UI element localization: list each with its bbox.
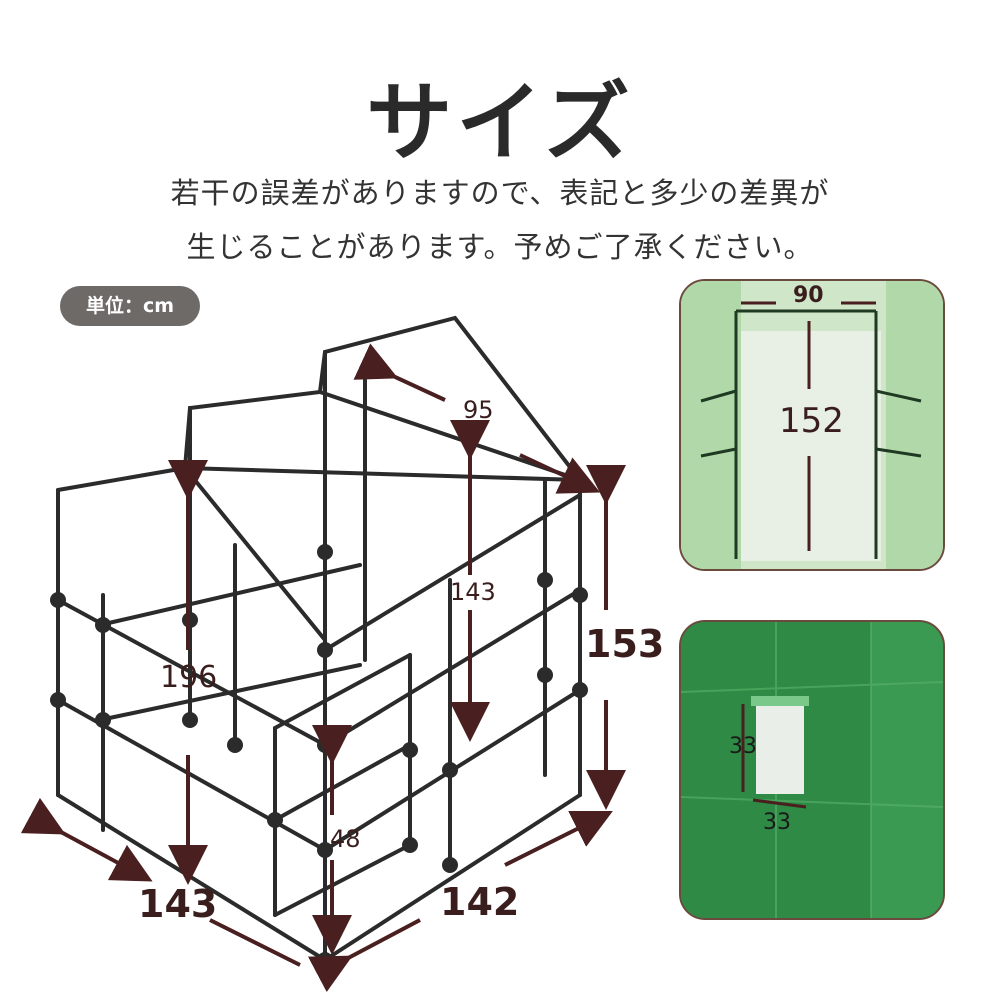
- dim-total-height: 196: [160, 660, 218, 695]
- dim-width-right: 142: [440, 880, 520, 924]
- dim-width-left: 143: [138, 882, 218, 926]
- dim-shelf-height: 48: [330, 825, 361, 853]
- dim-side-height: 153: [585, 622, 665, 666]
- window-photo-illustration: [681, 622, 943, 918]
- dim-inner-height: 143: [450, 578, 496, 606]
- page-title: サイズ: [366, 73, 634, 173]
- dim-door-width: 90: [793, 283, 824, 308]
- dimension-arrows: [20, 343, 626, 993]
- dim-roof-slope: 95: [463, 396, 494, 424]
- disclaimer-line-2: 生じることがあります。予めご了承ください。: [186, 230, 814, 264]
- unit-badge: 単位：cm: [60, 286, 200, 326]
- disclaimer-line-1: 若干の誤差がありますので、表記と多少の差異が: [170, 176, 830, 210]
- door-photo-illustration: [681, 281, 943, 569]
- door-inset-photo: 90 152: [679, 279, 945, 571]
- dim-window-height: 33: [729, 734, 757, 759]
- window-inset-photo: 33 33: [679, 620, 945, 920]
- dim-door-height: 152: [779, 401, 844, 441]
- dim-window-width: 33: [763, 810, 791, 835]
- frame-pipes: [56, 315, 582, 962]
